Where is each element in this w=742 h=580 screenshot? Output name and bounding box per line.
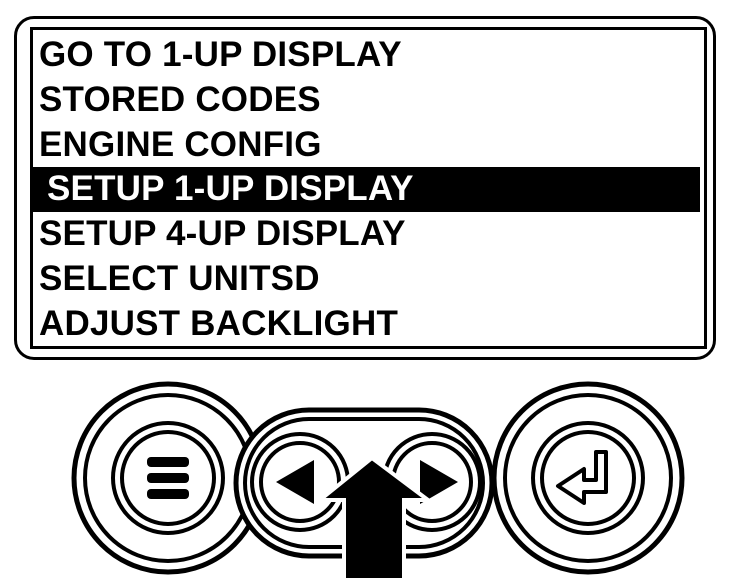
menu-lines-icon — [147, 457, 189, 499]
enter-button[interactable] — [491, 381, 685, 575]
enter-return-icon — [556, 450, 608, 505]
menu-item-stored-codes[interactable]: STORED CODES — [39, 79, 321, 119]
left-arrow-button[interactable] — [250, 432, 350, 532]
right-arrow-button[interactable] — [382, 432, 482, 532]
display-bezel — [14, 16, 716, 360]
menu-item-adjust-backlight[interactable]: ADJUST BACKLIGHT — [39, 303, 399, 343]
menu-item-engine-config[interactable]: ENGINE CONFIG — [39, 124, 322, 164]
menu-item-setup-1-up-display[interactable]: SETUP 1-UP DISPLAY — [33, 167, 700, 213]
menu-item-go-to-1-up-display[interactable]: GO TO 1-UP DISPLAY — [39, 35, 402, 74]
menu-item-select-units[interactable]: SELECT UNITSD — [39, 258, 320, 298]
display-screen: GO TO 1-UP DISPLAY STORED CODES ENGINE C… — [30, 27, 707, 349]
arrow-left-icon — [276, 460, 314, 504]
arrow-up-pointer-icon — [314, 455, 434, 580]
menu-item-setup-4-up-display[interactable]: SETUP 4-UP DISPLAY — [39, 214, 406, 254]
arrow-right-icon — [420, 460, 458, 504]
